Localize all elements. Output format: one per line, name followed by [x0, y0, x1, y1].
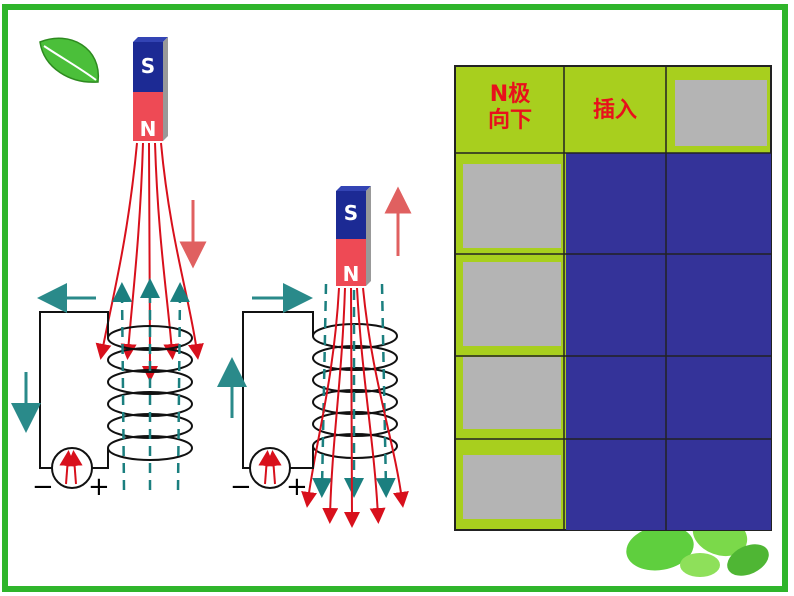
left-magnet-n-label: N	[139, 117, 157, 141]
leaves-decoration-bottom-right-icon	[626, 513, 769, 577]
right-galvanometer	[249, 447, 291, 489]
right-induced-field-lines	[312, 283, 396, 498]
right-field-lines	[301, 287, 409, 528]
right-magnet	[336, 186, 371, 286]
result-table	[454, 65, 772, 531]
green-border-frame	[2, 4, 788, 592]
right-circuit-wire	[242, 311, 314, 469]
right-magnet-n-label: N	[342, 262, 360, 286]
right-meter-minus: −	[230, 472, 252, 502]
left-magnet	[133, 37, 168, 141]
left-meter-plus: +	[88, 472, 110, 502]
right-meter-plus: +	[286, 472, 308, 502]
table-header-n-pole-down: N极 向下	[487, 82, 532, 133]
right-magnet-s-label: S	[343, 201, 359, 225]
left-magnet-s-label: S	[140, 54, 156, 78]
left-meter-minus: −	[32, 472, 54, 502]
left-galvanometer	[51, 447, 93, 489]
left-circuit-wire	[39, 311, 109, 469]
table-header-insert: 插入	[592, 98, 637, 123]
leaf-decoration-top-left-icon	[39, 37, 99, 83]
left-field-lines	[95, 142, 204, 382]
